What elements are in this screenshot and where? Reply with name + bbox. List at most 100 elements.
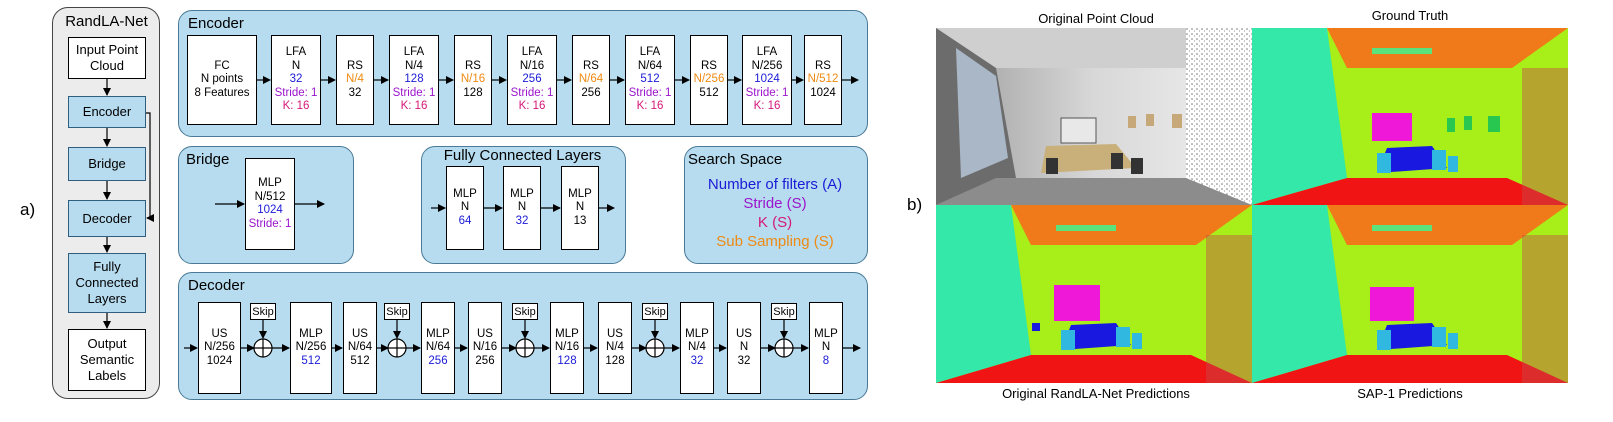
mlp-filters: 128 xyxy=(557,354,577,367)
lfa-k: K: 16 xyxy=(753,100,781,113)
rs-label: RS xyxy=(465,59,481,72)
us-points: N xyxy=(739,341,749,354)
original-point-cloud-image xyxy=(936,28,1252,205)
fc-mlp-points: N xyxy=(517,201,527,214)
encoder-block-label: Encoder xyxy=(82,104,132,119)
caption-original-point-cloud: Original Point Cloud xyxy=(1038,11,1154,26)
lfa-filters: 128 xyxy=(404,73,424,86)
us-label: US xyxy=(607,327,623,340)
encoder-rs-box: RS N/4 32 xyxy=(336,35,374,125)
fully-connected-layers-block-label: Fully Connected Layers xyxy=(75,259,139,306)
encoder-title: Encoder xyxy=(188,15,244,32)
rs-filters: 128 xyxy=(463,86,483,99)
decoder-block: Decoder xyxy=(68,200,146,237)
decoder-us-box: US N/64 512 xyxy=(343,302,377,394)
lfa-label: LFA xyxy=(285,46,307,59)
encoder-fc-points: N points xyxy=(200,73,244,86)
skip-label-box: Skip xyxy=(512,303,538,320)
decoder-mlp-box: MLP N/256 512 xyxy=(290,302,332,394)
rs-filters: 1024 xyxy=(810,86,836,99)
fc-mlp-box: MLP N 13 xyxy=(561,166,599,250)
lfa-k: K: 16 xyxy=(518,100,546,113)
mlp-filters: 512 xyxy=(301,354,321,367)
lfa-points: N xyxy=(291,59,301,72)
mlp-filters: 256 xyxy=(428,354,448,367)
encoder-rs-box: RS N/16 128 xyxy=(454,35,492,125)
lfa-stride: Stride: 1 xyxy=(274,86,318,99)
skip-label-box: Skip xyxy=(771,303,797,320)
lfa-k: K: 16 xyxy=(636,100,664,113)
lfa-label: LFA xyxy=(756,46,778,59)
fc-mlp-points: N xyxy=(575,201,585,214)
mlp-label: MLP xyxy=(426,327,450,340)
encoder-fc-label: FC xyxy=(214,59,230,72)
mlp-label: MLP xyxy=(814,327,838,340)
input-point-cloud-label: Input Point Cloud xyxy=(75,42,139,73)
search-space-list: Number of filters (A) Stride (S) K (S) S… xyxy=(684,175,866,251)
search-space-title: Search Space xyxy=(688,151,783,168)
rs-label: RS xyxy=(583,59,599,72)
us-label: US xyxy=(211,327,228,340)
input-point-cloud-block: Input Point Cloud xyxy=(68,37,146,79)
rs-subsampling: N/512 xyxy=(807,73,839,86)
skip-label-box: Skip xyxy=(250,303,276,320)
mlp-points: N/16 xyxy=(554,341,580,354)
panel-b-label: b) xyxy=(907,195,923,214)
lfa-filters: 32 xyxy=(289,73,303,86)
skip-label-box: Skip xyxy=(642,303,668,320)
bridge-block: Bridge xyxy=(68,147,146,181)
us-points: N/4 xyxy=(606,341,624,354)
fc-mlp-filters: 64 xyxy=(458,214,472,227)
rs-label: RS xyxy=(815,59,831,72)
encoder-rs-box: RS N/512 1024 xyxy=(804,35,842,125)
encoder-lfa-box: LFA N/4 128 Stride: 1 K: 16 xyxy=(389,35,439,125)
fc-mlp-label: MLP xyxy=(453,187,477,200)
encoder-block: Encoder xyxy=(68,96,146,128)
search-space-stride: Stride (S) xyxy=(743,195,807,212)
decoder-us-box: US N/16 256 xyxy=(468,302,502,394)
rs-subsampling: N/16 xyxy=(460,73,486,86)
rs-filters: 256 xyxy=(581,86,601,99)
rs-subsampling: N/256 xyxy=(693,73,725,86)
panel-a-label: a) xyxy=(20,200,36,219)
us-filters: 32 xyxy=(737,354,751,367)
encoder-lfa-box: LFA N/256 1024 Stride: 1 K: 16 xyxy=(742,35,792,125)
caption-ground-truth: Ground Truth xyxy=(1371,8,1449,23)
decoder-us-box: US N 32 xyxy=(727,302,761,394)
mlp-label: MLP xyxy=(685,327,709,340)
original-randla-predictions-image xyxy=(936,205,1252,383)
mlp-label: MLP xyxy=(299,327,323,340)
us-filters: 256 xyxy=(475,354,495,367)
lfa-label: LFA xyxy=(521,46,543,59)
mlp-filters: 32 xyxy=(690,354,704,367)
lfa-stride: Stride: 1 xyxy=(628,86,672,99)
mlp-label: MLP xyxy=(555,327,579,340)
fully-connected-layers-block: Fully Connected Layers xyxy=(68,253,146,313)
bridge-mlp-label: MLP xyxy=(258,177,282,189)
bridge-title: Bridge xyxy=(186,151,230,168)
search-space-subsampling: Sub Sampling (S) xyxy=(716,233,834,250)
search-space-filters: Number of filters (A) xyxy=(707,176,843,193)
mlp-points: N/256 xyxy=(295,341,327,354)
rs-filters: 512 xyxy=(699,86,719,99)
fully-connected-layers-title: Fully Connected Layers xyxy=(443,147,602,164)
lfa-stride: Stride: 1 xyxy=(510,86,554,99)
fc-mlp-filters: 32 xyxy=(515,214,529,227)
decoder-block-label: Decoder xyxy=(82,210,132,226)
bridge-mlp-points: N/512 xyxy=(254,190,286,203)
output-semantic-labels-label: Output Semantic Labels xyxy=(79,336,135,383)
us-points: N/256 xyxy=(204,341,235,354)
us-points: N/16 xyxy=(472,341,498,354)
lfa-k: K: 16 xyxy=(282,100,310,113)
decoder-mlp-box: MLP N 8 xyxy=(809,302,843,394)
skip-label-box: Skip xyxy=(384,303,410,320)
bridge-mlp-filters: 1024 xyxy=(257,204,283,216)
decoder-us-box: US N/4 128 xyxy=(598,302,632,394)
encoder-fc-features: 8 Features xyxy=(194,86,250,99)
bridge-mlp-stride: Stride: 1 xyxy=(248,217,292,230)
caption-original-randla-predictions: Original RandLA-Net Predictions xyxy=(1002,386,1190,401)
decoder-mlp-box: MLP N/64 256 xyxy=(421,302,455,394)
fc-mlp-box: MLP N 64 xyxy=(446,166,484,250)
overview-title: RandLA-Net xyxy=(65,13,148,30)
lfa-filters: 512 xyxy=(640,73,660,86)
